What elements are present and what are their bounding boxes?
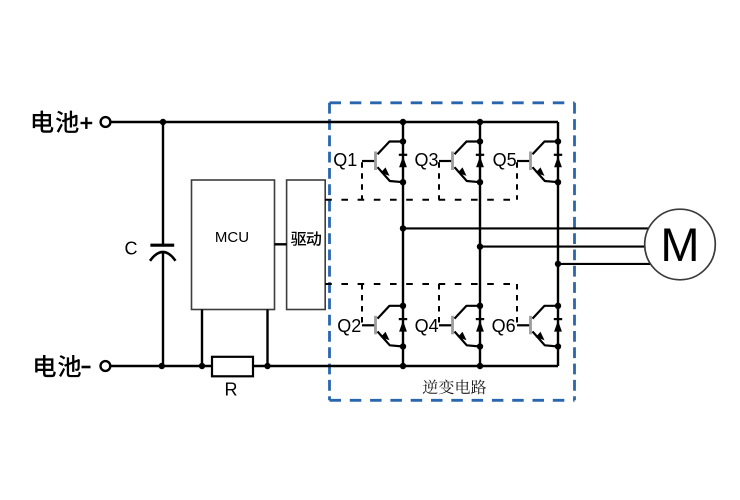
svg-text:C: C [125,239,138,259]
svg-text:Q1: Q1 [333,150,357,170]
svg-text:Q2: Q2 [337,316,361,336]
svg-text:M: M [660,218,699,271]
svg-text:Q6: Q6 [492,316,516,336]
svg-text:R: R [225,379,238,399]
svg-text:Q3: Q3 [415,150,439,170]
svg-text:Q5: Q5 [493,150,517,170]
svg-text:Q4: Q4 [415,316,439,336]
svg-text:MCU: MCU [215,229,249,246]
